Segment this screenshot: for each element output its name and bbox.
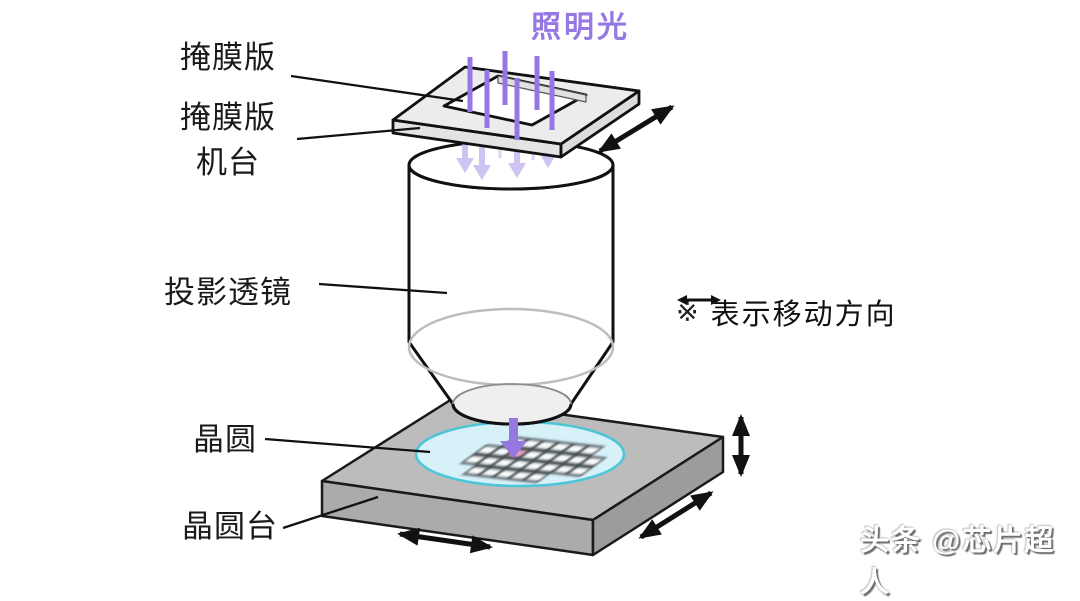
- mask-leader-line: [290, 74, 464, 103]
- mask-top-face: [391, 65, 641, 146]
- mask-label: 掩膜版: [180, 40, 276, 75]
- wafer-stage-leader-line: [282, 495, 379, 530]
- stepper-diagram: 照明光 掩膜版 掩膜版 机台 投影透镜 晶圆 晶圆台 ※ 表示移动方向 头条 @…: [164, 11, 1053, 600]
- wafer-leader-line: [264, 437, 431, 454]
- mask-stage-label-line2: 机台: [196, 145, 260, 180]
- projection-lens-shape: [407, 139, 615, 426]
- watermark: 头条 @芯片超人: [860, 525, 1056, 599]
- mask-move-arrow: [597, 104, 675, 154]
- mask-stage-label-line1: 掩膜版: [180, 100, 276, 135]
- wafer-stage-label: 晶圆台: [182, 509, 278, 544]
- movement-direction-text: 表示移动方向: [710, 299, 897, 331]
- stage-horizontal-arrow: [397, 527, 493, 554]
- reference-mark: ※: [676, 296, 699, 327]
- double-arrow-icon: [677, 295, 721, 305]
- wafer-label: 晶圆: [193, 422, 257, 457]
- illumination-light-label: 照明光: [531, 11, 630, 44]
- exposure-arrow: [500, 418, 527, 458]
- leader-lines: [264, 74, 464, 530]
- mask-window-inner-wall: [497, 75, 587, 103]
- mask-stage-label: 掩膜版 机台: [180, 95, 276, 185]
- projection-lens-label: 投影透镜: [164, 275, 292, 310]
- stage-diagonal-arrow: [638, 490, 714, 540]
- illumination-rays: [467, 51, 555, 140]
- movement-arrows: [397, 104, 750, 554]
- lens-leader-line: [318, 282, 448, 295]
- stepper-diagram-canvas: [264, 51, 750, 557]
- movement-direction-note: ※ 表示移动方向: [676, 291, 897, 333]
- mask-stage-leader-line: [296, 126, 421, 141]
